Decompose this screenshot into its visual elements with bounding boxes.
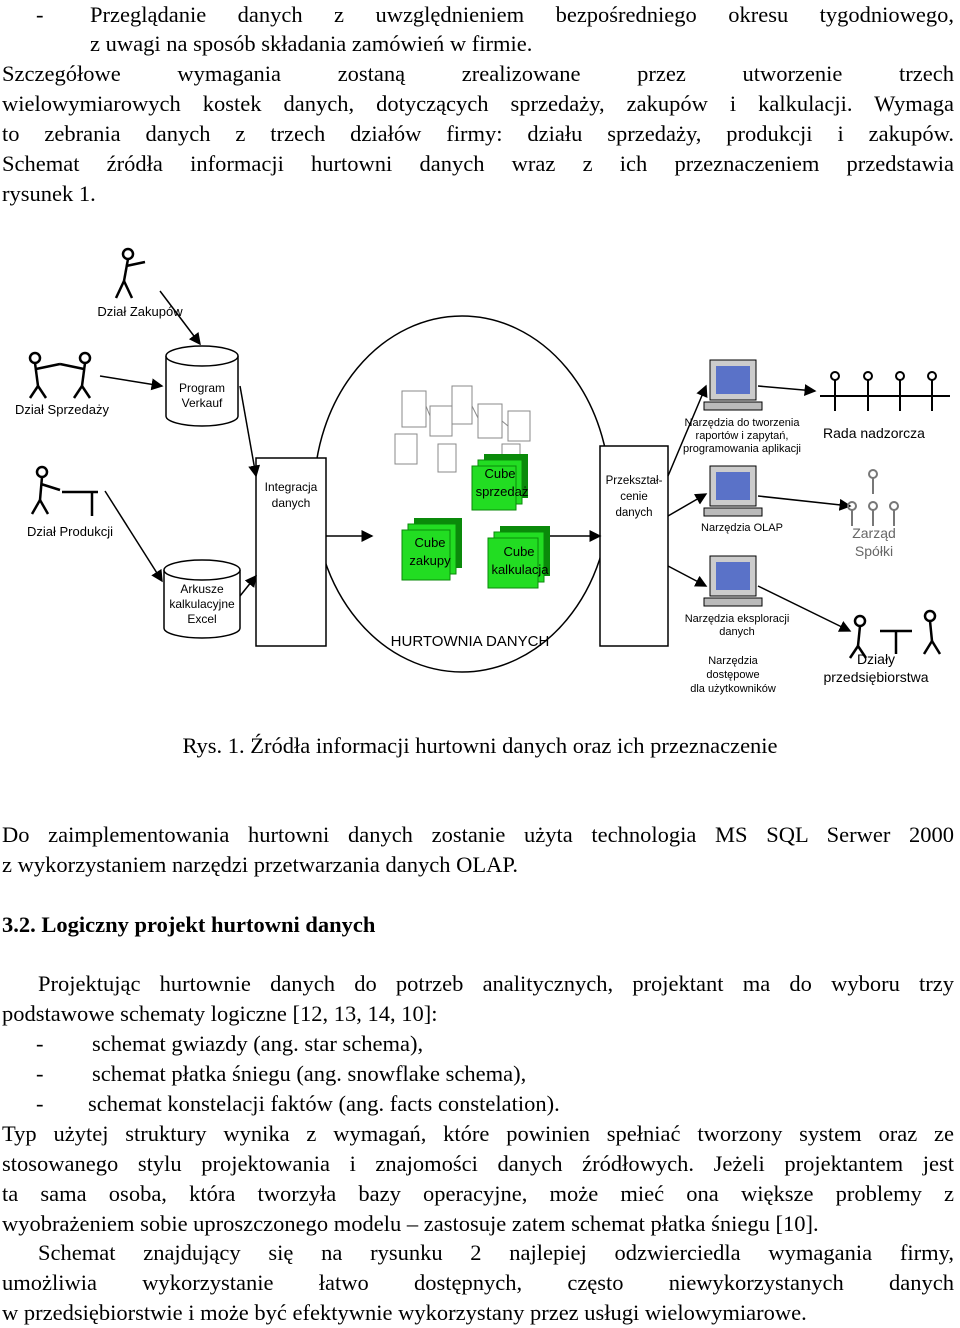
para2-line: z wykorzystaniem narzędzi przetwarzania … (2, 852, 519, 877)
dzial-zakupow-label: Dział Zakupów (97, 304, 183, 319)
para4-line: wyobrażeniem sobie uproszczonego modelu … (2, 1211, 819, 1236)
cube-kalkulacja: Cube kalkulacja (487, 526, 550, 589)
narz-eksploracji-label2: danych (719, 626, 754, 638)
intro-para-line: Schemat źródła informacji hurtowni danyc… (2, 151, 954, 176)
arkusze-label2: kalkulacyjne (169, 597, 235, 611)
cube-kalkulacja-label2: kalkulacja (491, 562, 549, 577)
list-item: schemat konstelacji faktów (ang. facts c… (88, 1091, 560, 1116)
cube-kalkulacja-label1: Cube (503, 544, 534, 559)
przeksztalcenie-label1: Przekształ- (606, 475, 663, 487)
departments-people-icon (848, 609, 942, 659)
dzialy-label1: Działy (857, 651, 895, 667)
people-icon (28, 247, 146, 516)
rada-nadzorcza-label: Rada nadzorcza (823, 425, 925, 441)
intro-bullet-line2: z uwagi na sposób składania zamówień w f… (90, 31, 533, 56)
narz-dostepowe-label2: dostępowe (706, 669, 759, 681)
cube-zakupy-label2: zakupy (409, 553, 451, 568)
cube-sprzedaz-label2: sprzedaż (476, 484, 529, 499)
list-item: schemat płatka śniegu (ang. snowflake sc… (92, 1061, 527, 1086)
para4-line: umożliwia wykorzystanie łatwo dostępnych… (2, 1270, 954, 1295)
cube-sprzedaz: Cube sprzedaż (471, 454, 529, 511)
para4-line: Schemat znajdujący się na rysunku 2 najl… (38, 1240, 954, 1265)
computer-icon (703, 359, 763, 411)
para4-line: Typ użytej struktury wynika z wymagań, k… (2, 1121, 954, 1146)
list-item: schemat gwiazdy (ang. star schema), (92, 1031, 424, 1056)
integracja-box (255, 457, 327, 647)
arkusze-cylinder: Arkusze kalkulacyjne Excel (163, 559, 241, 639)
intro-bullet-line1: Przeglądanie danych z uwzględnieniem bez… (90, 2, 954, 27)
dzial-sprzedazy-label: Dział Sprzedaży (15, 402, 109, 417)
zarzad-label2: Spółki (855, 543, 893, 559)
integracja-label2: danych (272, 496, 311, 510)
para2-line: Do zaimplementowania hurtowni danych zos… (2, 822, 954, 847)
narz-eksploracji-label1: Narzędzia eksploracji (685, 613, 790, 625)
para3-line: Projektując hurtownie danych do potrzeb … (38, 971, 954, 996)
intro-para-line: Szczegółowe wymagania zostaną zrealizowa… (2, 61, 954, 86)
list-dash: - (36, 1061, 44, 1086)
narz-tworzenia-label1: Narzędzia do tworzenia (685, 417, 801, 429)
przeksztalcenie-label3: danych (615, 507, 652, 519)
para4-line: stosowanego stylu projektowania i znajom… (2, 1151, 954, 1176)
hurtownia-label: HURTOWNIA DANYCH (391, 633, 550, 650)
cube-sprzedaz-label1: Cube (484, 466, 515, 481)
narz-dostepowe-label1: Narzędzia (708, 655, 758, 667)
program-verkauf-label1: Program (179, 381, 225, 395)
list-dash: - (36, 1091, 44, 1116)
program-verkauf-cylinder: Program Verkauf (165, 345, 239, 427)
arkusze-label1: Arkusze (180, 582, 224, 596)
bullet-dash: - (36, 2, 44, 27)
integracja-label1: Integracja (265, 480, 318, 494)
narz-tworzenia-label3: programowania aplikacji (683, 443, 801, 455)
figure-caption: Rys. 1. Źródła informacji hurtowni danyc… (182, 733, 778, 758)
cube-zakupy: Cube zakupy (401, 518, 462, 581)
data-warehouse-figure: Cube sprzedaż Cube zakupy Cube kalkulacj… (15, 247, 950, 695)
zarzad-label1: Zarząd (852, 525, 896, 541)
management-people-icon (847, 469, 899, 526)
arkusze-label3: Excel (187, 612, 216, 626)
narz-tworzenia-label2: raportów i zapytań, (696, 430, 789, 442)
przeksztalcenie-label2: cenie (620, 491, 648, 503)
para4-line: ta sama osoba, która tworzyła bazy opera… (2, 1181, 954, 1206)
dzialy-label2: przedsiębiorstwa (823, 669, 928, 685)
narz-dostepowe-label3: dla użytkowników (690, 683, 776, 695)
schema-diagram-icon (394, 385, 531, 473)
computer-icon (703, 465, 763, 517)
narz-olap-label: Narzędzia OLAP (701, 522, 783, 534)
dzial-produkcji-label: Dział Produkcji (27, 524, 113, 539)
intro-para-line: wielowymiarowych kostek danych, dotycząc… (2, 91, 954, 116)
przeksztalcenie-box (599, 445, 669, 647)
warehouse-ellipse (313, 315, 611, 673)
flow-arrows (99, 290, 852, 632)
section-heading: 3.2. Logiczny projekt hurtowni danych (2, 912, 376, 937)
list-dash: - (36, 1031, 44, 1056)
cube-zakupy-label1: Cube (414, 535, 445, 550)
computer-icon (703, 555, 763, 607)
para4-line: w przedsiębiorstwie i może być efektywni… (2, 1300, 807, 1325)
intro-para-line: to zebrania danych z trzech działów firm… (2, 121, 954, 146)
program-verkauf-label2: Verkauf (182, 396, 223, 410)
para3-line: podstawowe schematy logiczne [12, 13, 14… (2, 1001, 438, 1026)
intro-para-line: rysunek 1. (2, 181, 96, 206)
board-people-icon (820, 371, 950, 411)
